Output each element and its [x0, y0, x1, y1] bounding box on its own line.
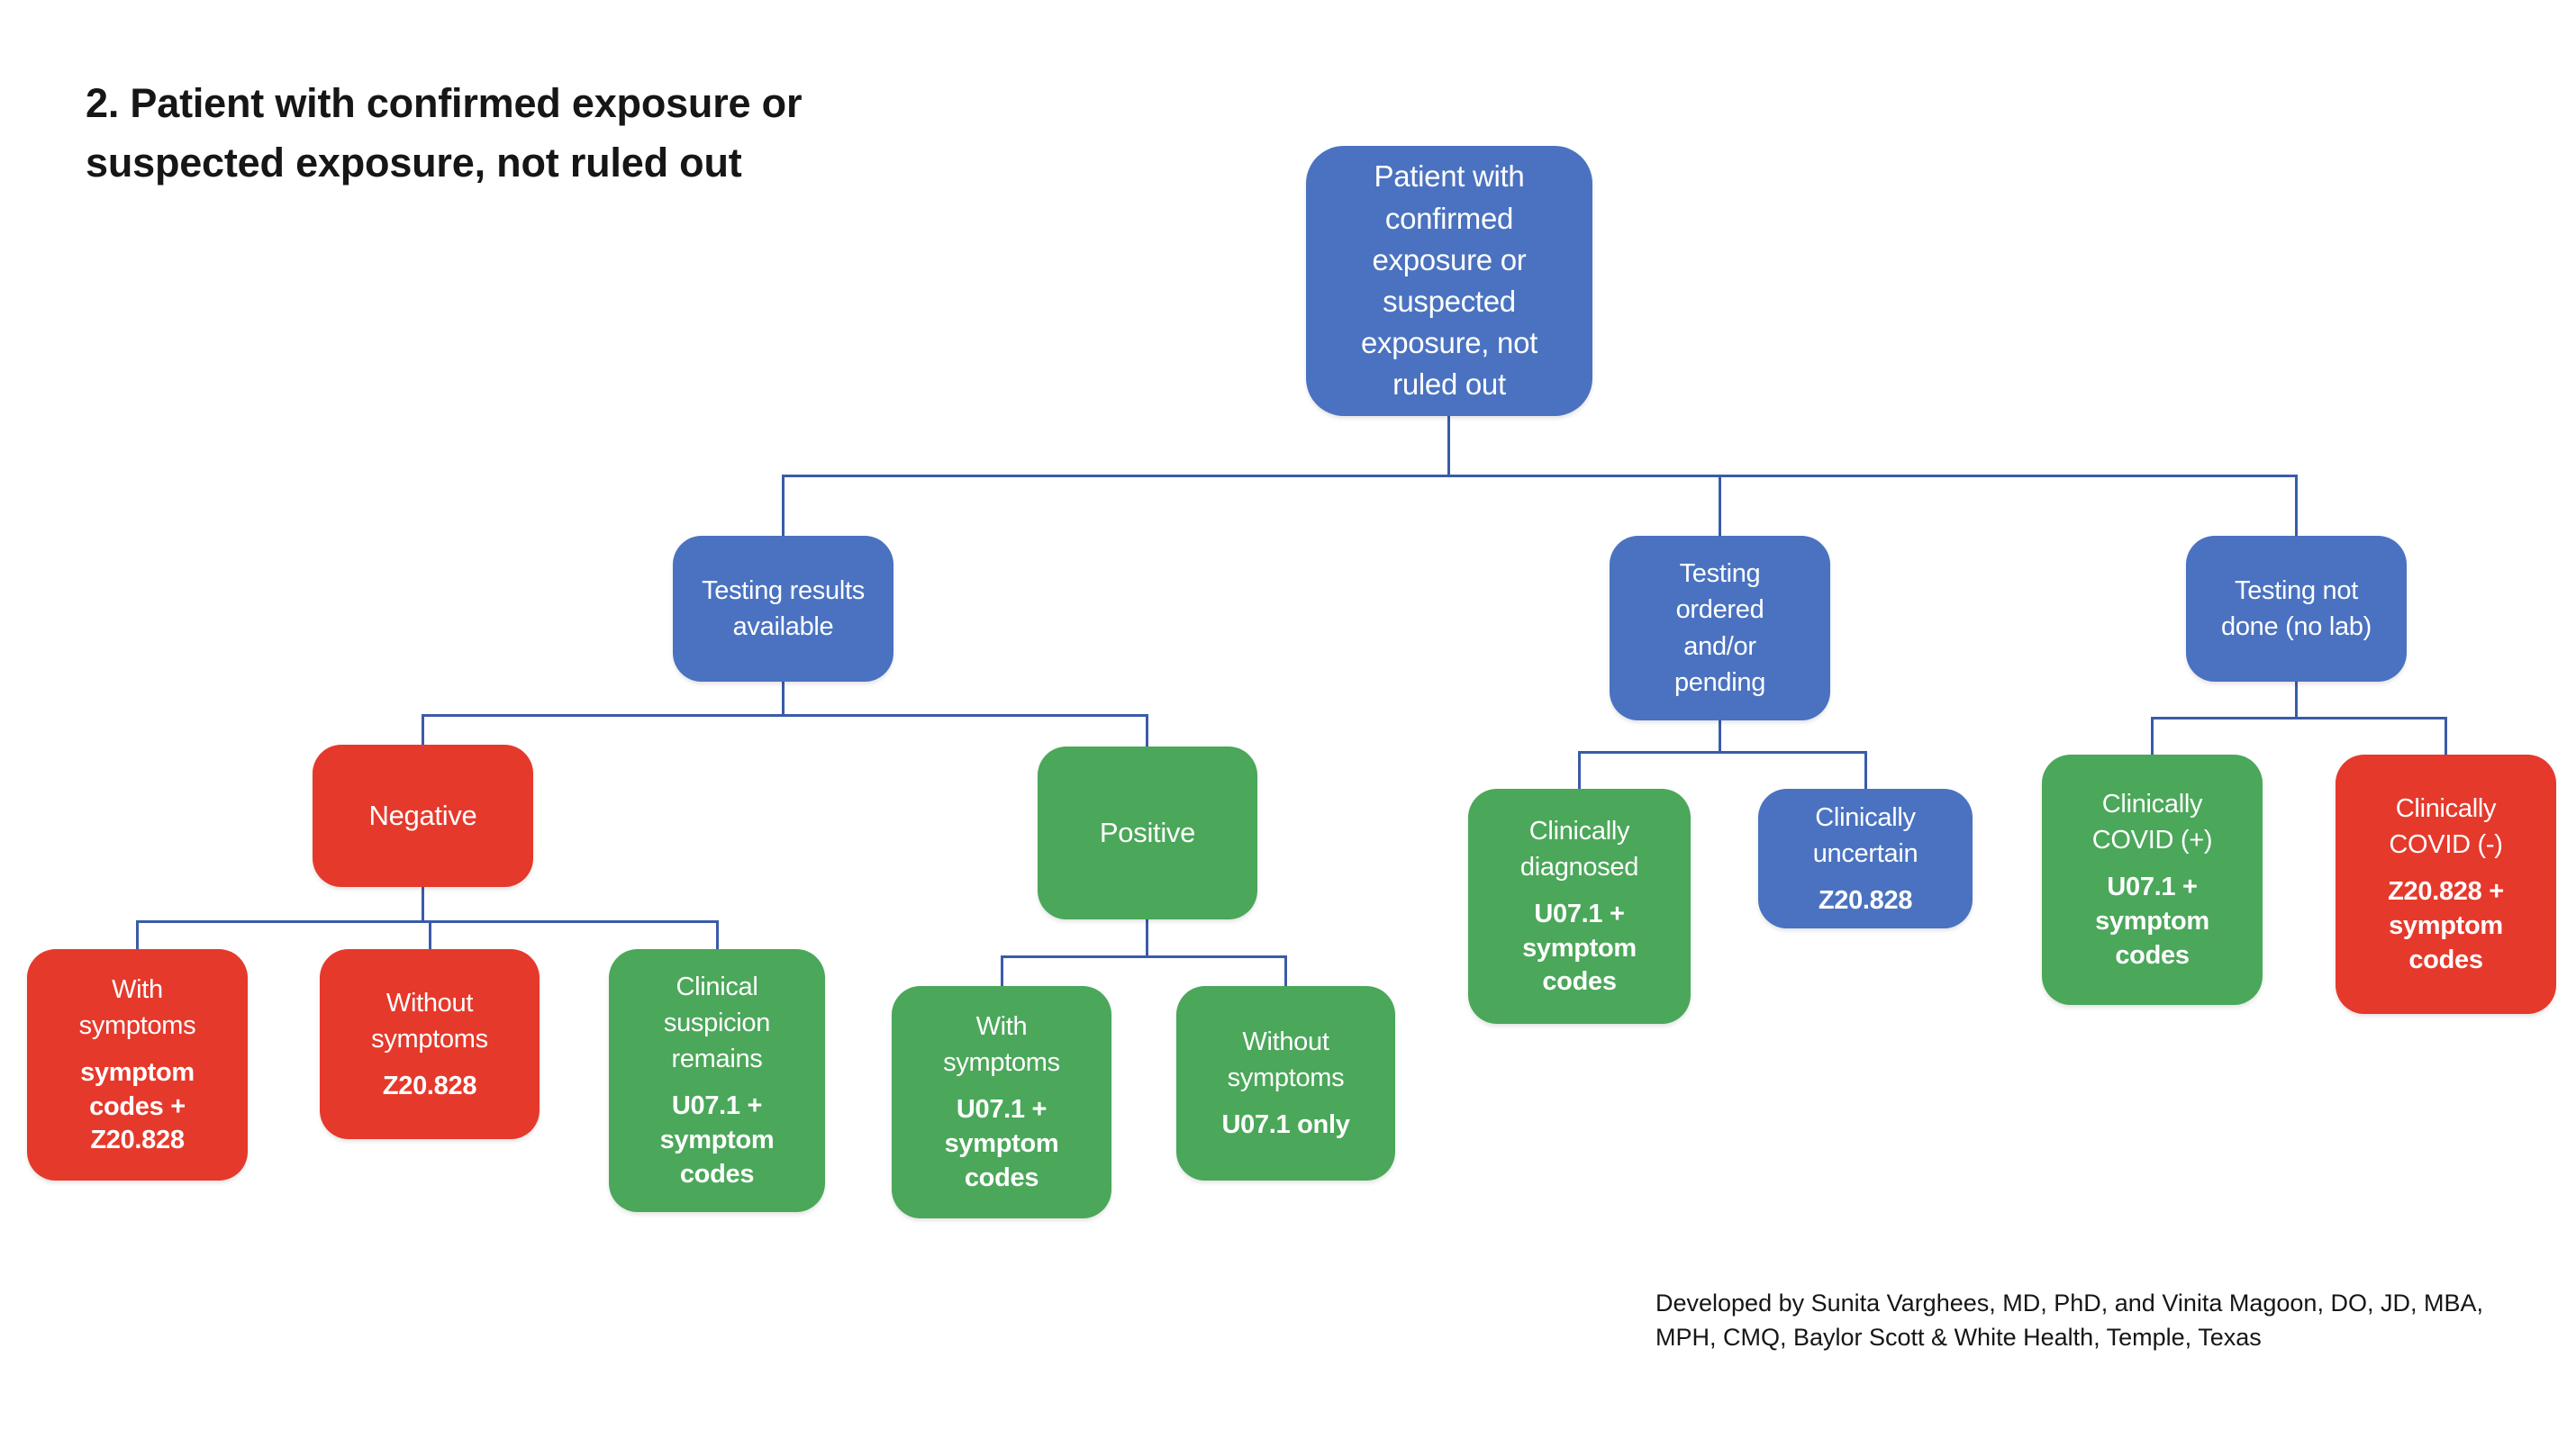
connector [1284, 955, 1287, 986]
node-positive-with-symptoms: With symptoms U07.1 + symptom codes [892, 986, 1111, 1218]
node-label: Clinically uncertain [1812, 802, 1918, 868]
connector [422, 714, 424, 745]
node-label: Without symptoms [371, 988, 488, 1054]
node-code: U07.1 + symptom codes [2095, 873, 2209, 970]
node-negative-with-symptoms: With symptoms symptom codes + Z20.828 [27, 949, 248, 1181]
node-label: Clinically COVID (-) [2389, 794, 2503, 860]
node-clinically-uncertain: Clinically uncertain Z20.828 [1758, 789, 1973, 928]
node-label: Clinically diagnosed [1519, 816, 1639, 882]
node-clinically-covid-positive: Clinically COVID (+) U07.1 + symptom cod… [2042, 755, 2263, 1005]
connector [2295, 682, 2298, 717]
node-label: Without symptoms [1227, 1027, 1345, 1093]
node-negative: Negative [313, 745, 533, 887]
node-label: Positive [1099, 816, 1196, 848]
node-code: Z20.828 + symptom codes [2388, 877, 2504, 974]
node-positive: Positive [1038, 747, 1257, 919]
connector [1864, 751, 1867, 789]
connector [422, 887, 424, 920]
connector [1146, 919, 1148, 955]
node-label: Testing not done (no lab) [2221, 575, 2372, 641]
connector [1578, 751, 1581, 789]
node-clinical-suspicion-remains: Clinical suspicion remains U07.1 + sympt… [609, 949, 825, 1212]
node-label: Clinical suspicion remains [663, 973, 771, 1074]
connector [783, 475, 2298, 477]
connector [137, 920, 719, 923]
node-label: Patient with confirmed exposure or suspe… [1360, 159, 1538, 402]
node-code: U07.1 + symptom codes [944, 1095, 1059, 1192]
connector [2444, 717, 2447, 755]
node-label: Testing results available [702, 575, 865, 641]
node-label: Clinically COVID (+) [2091, 790, 2213, 855]
node-testing-results-available: Testing results available [673, 536, 893, 682]
connector [782, 682, 785, 714]
node-negative-without-symptoms: Without symptoms Z20.828 [320, 949, 540, 1139]
connector [429, 920, 431, 949]
node-clinically-covid-negative: Clinically COVID (-) Z20.828 + symptom c… [2336, 755, 2556, 1014]
node-code: U07.1 + symptom codes [1522, 899, 1637, 997]
connector [1001, 955, 1003, 986]
node-code: Z20.828 [382, 1071, 477, 1100]
node-patient-exposure-root: Patient with confirmed exposure or suspe… [1306, 146, 1592, 416]
page-title: 2. Patient with confirmed exposure or su… [86, 80, 803, 186]
node-code: symptom codes + Z20.828 [80, 1057, 195, 1155]
connector [422, 714, 1148, 717]
connector [782, 475, 785, 536]
node-code: U07.1 only [1221, 1110, 1350, 1140]
node-testing-not-done: Testing not done (no lab) [2186, 536, 2407, 682]
node-code: Z20.828 [1818, 885, 1913, 915]
connector [1579, 751, 1867, 754]
node-label: With symptoms [78, 974, 196, 1040]
connector [136, 920, 139, 949]
connector [716, 920, 719, 949]
node-label: Testing ordered and/or pending [1673, 559, 1766, 697]
connector [2151, 717, 2154, 755]
connector [2295, 475, 2298, 536]
connector [1719, 720, 1721, 751]
node-clinically-diagnosed: Clinically diagnosed U07.1 + symptom cod… [1468, 789, 1691, 1024]
node-label: With symptoms [943, 1012, 1060, 1078]
connector [1146, 714, 1148, 747]
node-label: Negative [368, 799, 477, 831]
node-positive-without-symptoms: Without symptoms U07.1 only [1176, 986, 1395, 1181]
connector [1719, 475, 1721, 536]
connector [1002, 955, 1287, 958]
node-testing-ordered-pending: Testing ordered and/or pending [1610, 536, 1830, 720]
connector [2152, 717, 2447, 719]
connector [1447, 416, 1450, 475]
credit-text: Developed by Sunita Varghees, MD, PhD, a… [1655, 1290, 2483, 1351]
node-code: U07.1 + symptom codes [659, 1091, 775, 1189]
